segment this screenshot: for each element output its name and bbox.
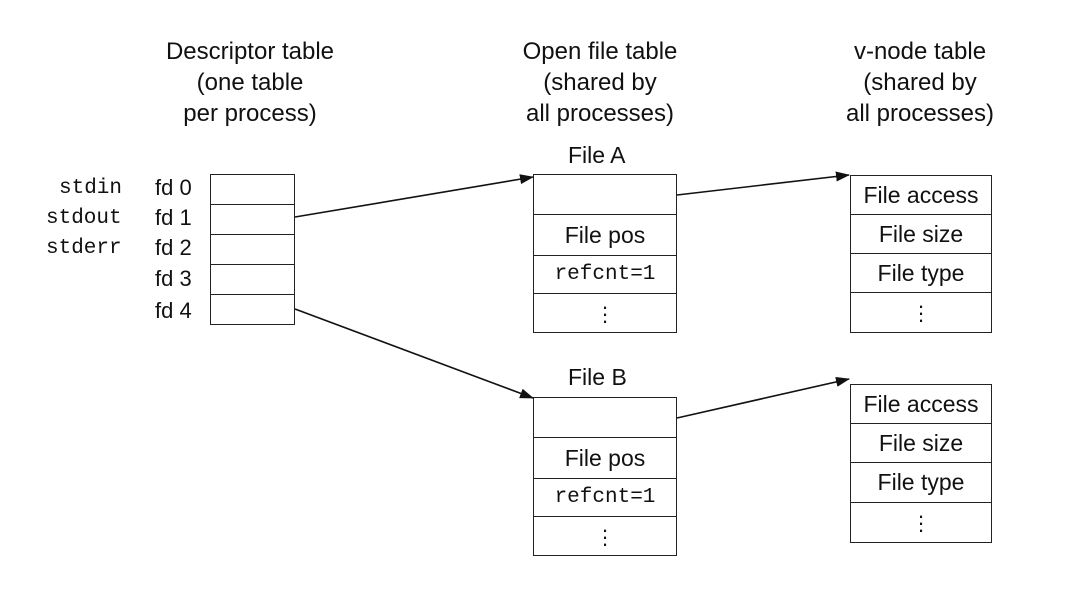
- open-file-table-heading: Open file table (shared by all processes…: [480, 36, 720, 129]
- vnode-2-type-cell: File type: [850, 463, 992, 503]
- open-file-heading-line-1: Open file table: [522, 38, 678, 65]
- descriptor-cell-fd2: [210, 235, 295, 265]
- open-file-a-refcnt-label: refcnt=1: [554, 263, 656, 286]
- descriptor-cell-fd4: [210, 295, 295, 325]
- open-file-heading-line-2: (shared by: [543, 69, 657, 96]
- arrow-fd1-to-file-a: [294, 174, 534, 218]
- descriptor-cell-fd3: [210, 265, 295, 295]
- stream-label-stderr: stderr: [46, 237, 122, 260]
- open-file-heading-line-3: all processes): [525, 100, 675, 127]
- vertical-ellipsis-icon: ···: [917, 503, 925, 542]
- open-file-a-pos-cell: File pos: [533, 215, 677, 256]
- open-file-b-pos-cell: File pos: [533, 438, 677, 479]
- open-file-a-refcnt-cell: refcnt=1: [533, 256, 677, 294]
- arrow-file-b-to-vnode-2: [676, 376, 850, 419]
- vnode-table-heading: v-node table (shared by all processes): [800, 36, 1040, 129]
- fd-label-2: fd 2: [155, 235, 192, 260]
- fd-label-3: fd 3: [155, 266, 192, 291]
- open-file-title-a: File A: [568, 142, 626, 168]
- open-file-title-b: File B: [568, 364, 627, 390]
- vertical-ellipsis-icon: ···: [601, 516, 609, 556]
- descriptor-heading-line-3: per process): [183, 100, 317, 127]
- fd-label-4: fd 4: [155, 298, 192, 323]
- open-file-a-pos-label: File pos: [564, 221, 646, 248]
- vnode-2-access-cell: File access: [850, 384, 992, 424]
- descriptor-heading-line-1: Descriptor table: [165, 38, 335, 65]
- vnode-2-size-label: File size: [878, 429, 964, 456]
- open-file-b-refcnt-label: refcnt=1: [554, 486, 656, 509]
- open-file-b-pos-label: File pos: [564, 444, 646, 471]
- descriptor-cell-fd0: [210, 174, 295, 205]
- vnode-2-ellipsis-cell: ···: [850, 503, 992, 543]
- descriptor-cell-fd1: [210, 205, 295, 235]
- vnode-2-type-label: File type: [877, 469, 965, 495]
- open-file-a-ellipsis-cell: ···: [533, 294, 677, 333]
- arrow-fd4-to-file-b: [294, 308, 534, 399]
- vnode-2-size-cell: File size: [850, 424, 992, 463]
- vnode-1-access-cell: File access: [850, 175, 992, 215]
- vnode-1-ellipsis-cell: ···: [850, 293, 992, 333]
- open-file-b-ellipsis-cell: ···: [533, 517, 677, 556]
- stream-label-stdout: stdout: [46, 207, 122, 230]
- descriptor-heading-line-2: (one table: [196, 69, 304, 96]
- open-file-b-header-cell: [533, 397, 677, 438]
- vnode-1-type-cell: File type: [850, 254, 992, 293]
- open-file-a-header-cell: [533, 174, 677, 215]
- vnode-heading-line-3: all processes): [845, 100, 995, 127]
- vnode-2-access-label: File access: [863, 390, 979, 417]
- vnode-1-access-label: File access: [863, 181, 979, 208]
- fd-label-0: fd 0: [155, 175, 192, 200]
- vnode-1-size-cell: File size: [850, 215, 992, 254]
- vnode-1-size-label: File size: [878, 220, 964, 247]
- stream-label-stdin: stdin: [59, 177, 123, 200]
- vnode-heading-line-2: (shared by: [863, 69, 977, 96]
- open-file-b-refcnt-cell: refcnt=1: [533, 479, 677, 517]
- fd-label-1: fd 1: [155, 205, 192, 230]
- arrow-file-a-to-vnode-1: [676, 171, 850, 196]
- vertical-ellipsis-icon: ···: [601, 293, 609, 333]
- descriptor-table-heading: Descriptor table (one table per process): [130, 36, 370, 129]
- vnode-heading-line-1: v-node table: [853, 38, 987, 65]
- vertical-ellipsis-icon: ···: [917, 293, 925, 332]
- vnode-1-type-label: File type: [877, 259, 965, 286]
